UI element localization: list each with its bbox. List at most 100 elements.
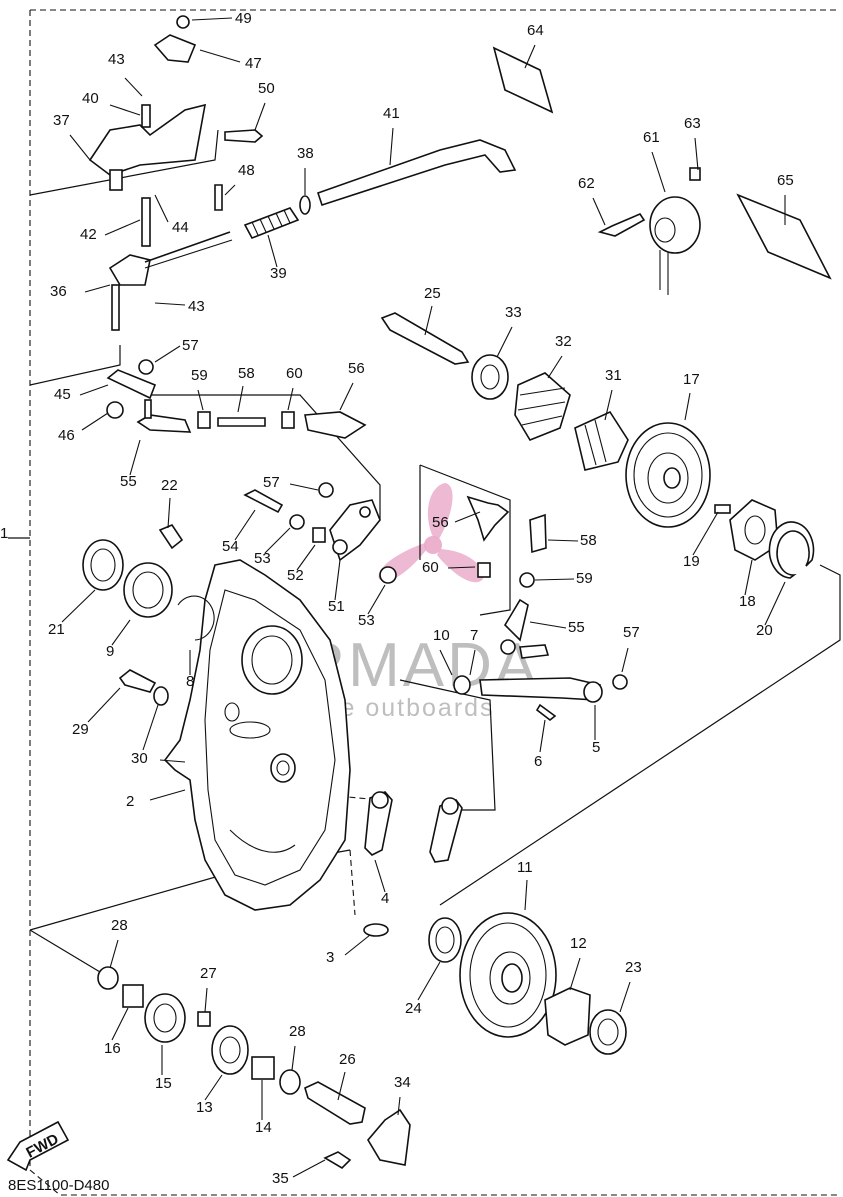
leader-line-57: [289, 483, 319, 491]
callout-59: 59: [576, 570, 593, 587]
leader-line-2: [149, 789, 186, 801]
leader-line-40: [109, 104, 141, 116]
leader-line-58: [237, 385, 244, 413]
pin-19: [714, 504, 731, 514]
callout-51: 51: [328, 598, 345, 615]
leader-line-18: [744, 559, 753, 596]
leader-line-58: [547, 539, 579, 542]
leader-line-52: [296, 544, 316, 571]
seal-23: [589, 1009, 627, 1055]
callout-49: 49: [235, 10, 252, 27]
callout-55: 55: [568, 619, 585, 636]
leader-line-21: [61, 589, 96, 623]
leader-line-9: [111, 619, 131, 646]
leader-line-63: [694, 137, 699, 171]
leader-line-4: [374, 859, 386, 893]
callout-16: 16: [104, 1040, 121, 1057]
callout-45: 45: [54, 386, 71, 403]
callout-29: 29: [72, 721, 89, 738]
callout-3: 3: [326, 949, 334, 966]
fwd-arrow-icon: FWD: [6, 1120, 70, 1172]
leader-line-49: [191, 17, 233, 21]
callout-64: 64: [527, 22, 544, 39]
leader-line-50: [254, 102, 266, 131]
callout-38: 38: [297, 145, 314, 162]
gear-11: [459, 912, 557, 1038]
callout-12: 12: [570, 935, 587, 952]
callout-63: 63: [684, 115, 701, 132]
callout-31: 31: [605, 367, 622, 384]
leader-line-10: [439, 649, 453, 676]
callout-26: 26: [339, 1051, 356, 1068]
callout-58: 58: [238, 365, 255, 382]
leader-line-55: [129, 439, 141, 476]
callout-57: 57: [623, 624, 640, 641]
callout-44: 44: [172, 219, 189, 236]
leader-line-44: [154, 194, 169, 223]
leader-line-54: [234, 509, 256, 541]
callout-65: 65: [777, 172, 794, 189]
callout-43: 43: [108, 51, 125, 68]
leader-line-59: [197, 389, 204, 411]
callout-11: 11: [517, 859, 533, 876]
callout-5: 5: [592, 739, 600, 756]
callout-25: 25: [424, 285, 441, 302]
leader-line-56: [339, 382, 354, 411]
callout-7: 7: [470, 627, 478, 644]
callout-34: 34: [394, 1074, 411, 1091]
callout-53: 53: [254, 550, 271, 567]
callout-60: 60: [286, 365, 303, 382]
shift-link-lower: [106, 359, 367, 439]
label-plate-64: [492, 46, 554, 114]
leader-line-47: [199, 49, 241, 63]
leader-line-13: [204, 1074, 223, 1101]
callout-32: 32: [555, 333, 572, 350]
callout-40: 40: [82, 90, 99, 107]
leader-line-43: [124, 77, 143, 97]
assembly-frame: [8, 9, 840, 1196]
callout-15: 15: [155, 1075, 172, 1092]
bearing-12: [544, 987, 591, 1046]
circlip-20: [768, 521, 815, 579]
callout-28: 28: [111, 917, 128, 934]
callout-14: 14: [255, 1119, 272, 1136]
gears-bottom: [97, 966, 411, 1170]
callout-39: 39: [270, 265, 287, 282]
callout-22: 22: [161, 477, 178, 494]
leader-line-3: [344, 934, 371, 956]
callout-62: 62: [578, 175, 595, 192]
neutral-switch: [597, 167, 701, 295]
leader-line-27: [204, 987, 208, 1013]
callout-9: 9: [106, 643, 114, 660]
callout-35: 35: [272, 1170, 289, 1187]
leader-line-42: [104, 219, 141, 236]
leader-line-43: [154, 302, 186, 306]
leader-line-22: [167, 497, 171, 529]
gear-17: [625, 422, 711, 528]
leader-line-23: [619, 981, 631, 1013]
callout-36: 36: [50, 283, 67, 300]
leader-line-32: [547, 355, 563, 379]
callout-1: 1: [0, 525, 8, 542]
leader-line-53: [367, 584, 386, 615]
leader-line-46: [81, 412, 109, 431]
callout-labels: 1234567891011121314151617181920212223242…: [0, 10, 794, 1187]
leader-line-16: [111, 1007, 129, 1041]
callout-8: 8: [186, 673, 194, 690]
callout-17: 17: [683, 371, 700, 388]
leader-line-55: [529, 621, 567, 629]
leader-line-57: [154, 345, 181, 363]
leader-line-61: [651, 151, 666, 193]
callout-53: 53: [358, 612, 375, 629]
gear-case-housing: [159, 559, 351, 911]
assembly-lines: [29, 129, 841, 976]
leader-line-31: [604, 389, 613, 421]
bearings-left: [82, 524, 215, 641]
callout-24: 24: [405, 1000, 422, 1017]
callout-41: 41: [383, 105, 400, 122]
leader-line-45: [79, 384, 109, 396]
leader-line-7: [469, 649, 476, 676]
callout-47: 47: [245, 55, 262, 72]
leader-line-11: [524, 879, 528, 911]
